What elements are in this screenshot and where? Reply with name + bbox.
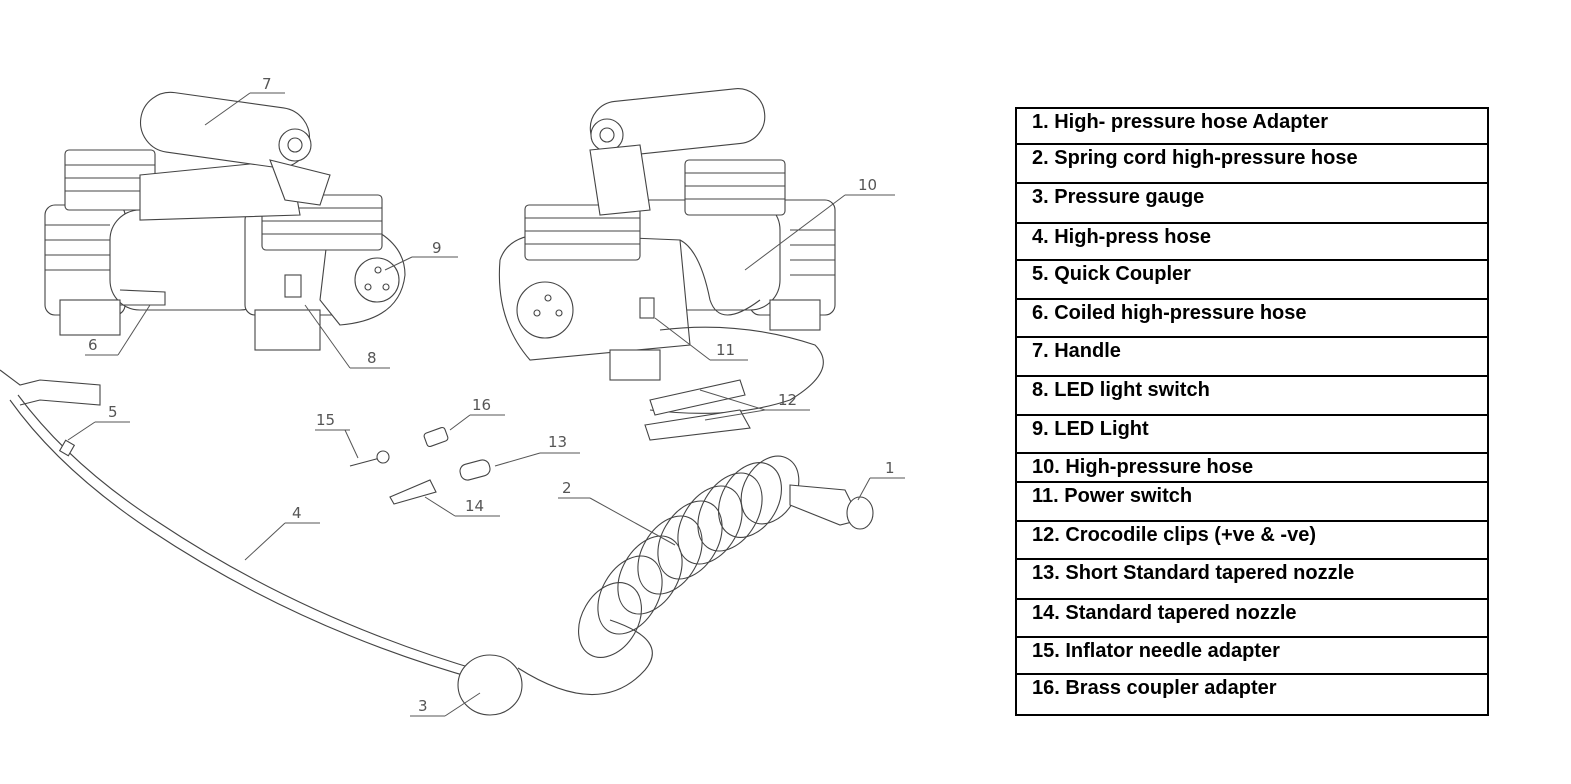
legend-row: 7. Handle <box>1015 336 1489 377</box>
legend-row: 8. LED light switch <box>1015 375 1489 416</box>
legend-row: 12. Crocodile clips (+ve & -ve) <box>1015 520 1489 560</box>
legend-row: 1. High- pressure hose Adapter <box>1015 107 1489 145</box>
callout-11: 11 <box>654 317 748 361</box>
svg-text:16: 16 <box>472 396 491 414</box>
legend-item: 9. LED Light <box>1015 414 1489 454</box>
svg-text:1: 1 <box>885 459 895 477</box>
callout-2: 2 <box>558 479 676 546</box>
legend-row: 15. Inflator needle adapter <box>1015 636 1489 675</box>
svg-text:13: 13 <box>548 433 567 451</box>
accessories <box>349 426 491 505</box>
legend-row: 16. Brass coupler adapter <box>1015 673 1489 716</box>
legend-item: 10. High-pressure hose <box>1015 452 1489 483</box>
callout-12: 12 <box>699 389 810 421</box>
hose-assembly <box>0 369 874 716</box>
legend-item: 13. Short Standard tapered nozzle <box>1015 558 1489 600</box>
compressor-right <box>498 88 836 441</box>
legend-item: 2. Spring cord high-pressure hose <box>1015 143 1489 184</box>
legend-row: 6. Coiled high-pressure hose <box>1015 298 1489 338</box>
legend-item: 7. Handle <box>1015 336 1489 377</box>
svg-text:8: 8 <box>367 349 377 367</box>
svg-text:2: 2 <box>562 479 572 497</box>
svg-text:9: 9 <box>432 239 442 257</box>
svg-text:7: 7 <box>262 75 272 93</box>
callout-7: 7 <box>204 75 285 126</box>
legend-item: 6. Coiled high-pressure hose <box>1015 298 1489 338</box>
legend-item: 5. Quick Coupler <box>1015 259 1489 300</box>
svg-text:10: 10 <box>858 176 877 194</box>
callout-15: 15 <box>315 411 359 459</box>
legend-row: 2. Spring cord high-pressure hose <box>1015 143 1489 184</box>
callout-6: 6 <box>85 304 151 356</box>
legend-item: 14. Standard tapered nozzle <box>1015 598 1489 638</box>
callout-14: 14 <box>424 496 500 517</box>
compressor-left <box>44 91 406 351</box>
legend-row: 14. Standard tapered nozzle <box>1015 598 1489 638</box>
callout-9: 9 <box>384 239 458 271</box>
legend-item: 3. Pressure gauge <box>1015 182 1489 224</box>
callout-10: 10 <box>744 176 895 271</box>
legend-row: 4. High-press hose <box>1015 222 1489 261</box>
legend-item: 12. Crocodile clips (+ve & -ve) <box>1015 520 1489 560</box>
callout-8: 8 <box>304 304 390 369</box>
svg-text:5: 5 <box>108 403 118 421</box>
svg-text:3: 3 <box>418 697 428 715</box>
parts-legend-table: 1. High- pressure hose Adapter 2. Spring… <box>1015 107 1489 716</box>
svg-text:15: 15 <box>316 411 335 429</box>
callout-4: 4 <box>244 504 320 561</box>
svg-text:4: 4 <box>292 504 302 522</box>
legend-item: 1. High- pressure hose Adapter <box>1015 107 1489 145</box>
callout-5: 5 <box>67 403 130 441</box>
legend-row: 10. High-pressure hose <box>1015 452 1489 483</box>
callout-3: 3 <box>410 692 481 717</box>
legend-row: 5. Quick Coupler <box>1015 259 1489 300</box>
callout-1: 1 <box>857 459 905 501</box>
legend-item: 16. Brass coupler adapter <box>1015 673 1489 716</box>
svg-text:14: 14 <box>465 497 484 515</box>
callout-13: 13 <box>494 433 580 467</box>
legend-item: 4. High-press hose <box>1015 222 1489 261</box>
callout-16: 16 <box>449 396 505 431</box>
svg-text:12: 12 <box>778 391 797 409</box>
legend-row: 13. Short Standard tapered nozzle <box>1015 558 1489 600</box>
legend-item: 11. Power switch <box>1015 481 1489 522</box>
svg-text:11: 11 <box>716 341 735 359</box>
legend-row: 11. Power switch <box>1015 481 1489 522</box>
legend-row: 3. Pressure gauge <box>1015 182 1489 224</box>
legend-item: 8. LED light switch <box>1015 375 1489 416</box>
legend-row: 9. LED Light <box>1015 414 1489 454</box>
legend-item: 15. Inflator needle adapter <box>1015 636 1489 675</box>
parts-diagram: 7 9 6 8 10 11 12 5 15 16 13 14 <box>0 75 905 717</box>
svg-text:6: 6 <box>88 336 98 354</box>
